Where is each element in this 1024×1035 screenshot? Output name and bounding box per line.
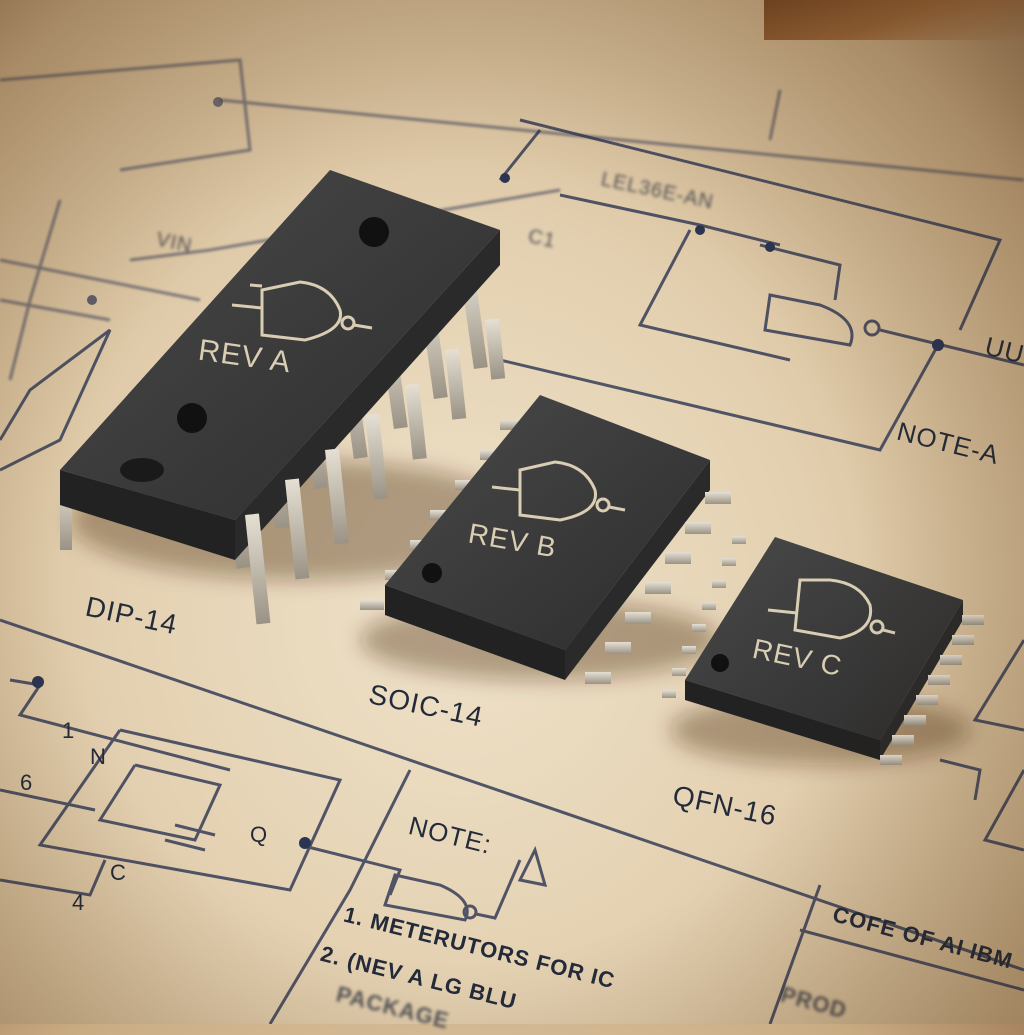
schematic-pin-6: 6 xyxy=(20,770,34,795)
schematic-pin-4: 4 xyxy=(72,890,86,915)
schematic-pin-n: N xyxy=(90,744,107,769)
wooden-table-edge xyxy=(764,0,1024,40)
chip-qfn16 xyxy=(662,536,984,765)
schematic-pin-q: Q xyxy=(250,822,269,847)
chip-dip14 xyxy=(60,170,530,625)
chip-soic14 xyxy=(360,395,731,684)
schematic-pin-1: 1 xyxy=(62,718,76,743)
schematic-pin-c: C xyxy=(110,860,127,885)
